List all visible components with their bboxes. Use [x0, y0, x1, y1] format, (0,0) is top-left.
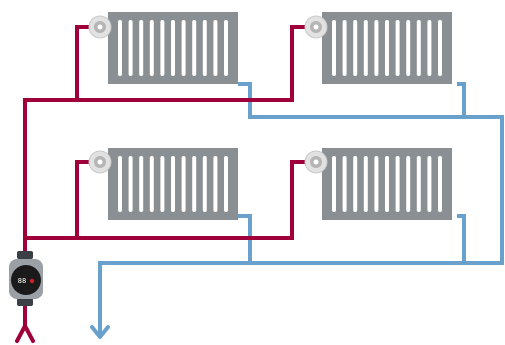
valve-top-left-icon: [88, 15, 112, 39]
radiator-top-right: [322, 12, 452, 84]
supply-pipes: [23, 25, 308, 258]
radiator-fin: [118, 156, 122, 212]
radiator-fin: [128, 156, 133, 212]
return-main-pipe: [98, 82, 504, 335]
radiator-fin: [427, 156, 432, 212]
radiator-fin: [374, 20, 379, 76]
radiator-fin: [181, 20, 186, 76]
radiator-fin: [224, 156, 228, 212]
supply-branch-bottom: [25, 160, 308, 240]
radiator-fin: [416, 156, 421, 212]
radiator-fin: [160, 156, 165, 212]
radiator-fin: [395, 20, 400, 76]
radiator-fin: [181, 156, 186, 212]
radiator-fin: [406, 156, 411, 212]
radiator-fin: [353, 156, 358, 212]
radiator-fin: [385, 20, 389, 76]
radiator-fin: [149, 20, 154, 76]
radiator-fin: [202, 20, 207, 76]
radiator-fin: [128, 20, 133, 76]
radiator-fin: [213, 20, 218, 76]
radiator-fin: [374, 156, 379, 212]
radiator-fin: [385, 156, 389, 212]
return-pipes: [98, 82, 504, 335]
radiator-fin: [342, 20, 347, 76]
radiator-fin: [118, 20, 122, 76]
valve-bottom-left-icon: [88, 150, 112, 174]
radiator-fin: [171, 20, 175, 76]
radiator-fin: [202, 156, 207, 212]
radiator-fin: [171, 156, 175, 212]
fork-inlet-icon: [15, 316, 35, 343]
radiator-fin: [395, 156, 400, 212]
radiator-fin: [406, 20, 411, 76]
circulation-pump-icon: 88: [9, 251, 43, 318]
radiator-bottom-right: [322, 148, 452, 220]
radiator-fin: [427, 20, 432, 76]
arrow-down-icon: [90, 325, 110, 339]
radiator-fin: [213, 156, 218, 212]
radiator-fin: [149, 156, 154, 212]
pump-display: 88: [18, 277, 26, 285]
radiator-top-left: [108, 12, 238, 84]
radiator-fin: [438, 156, 442, 212]
radiator-fin: [139, 156, 144, 212]
radiator-fin: [363, 156, 368, 212]
radiator-fin: [342, 156, 347, 212]
return-branch-bottom: [238, 214, 466, 263]
radiator-fin: [192, 20, 197, 76]
radiator-fin: [160, 20, 165, 76]
radiator-fin: [192, 156, 197, 212]
radiator-fin: [139, 20, 144, 76]
valve-top-right-icon: [304, 15, 328, 39]
radiator-fin: [416, 20, 421, 76]
radiator-fin: [224, 20, 228, 76]
valve-bottom-right-icon: [304, 150, 328, 174]
radiator-bottom-left: [108, 148, 238, 220]
radiator-fin: [353, 20, 358, 76]
radiator-fin: [332, 156, 336, 212]
radiator-fin: [438, 20, 442, 76]
radiator-fin: [363, 20, 368, 76]
radiator-fin: [332, 20, 336, 76]
supply-riser-pipe: [23, 25, 308, 258]
